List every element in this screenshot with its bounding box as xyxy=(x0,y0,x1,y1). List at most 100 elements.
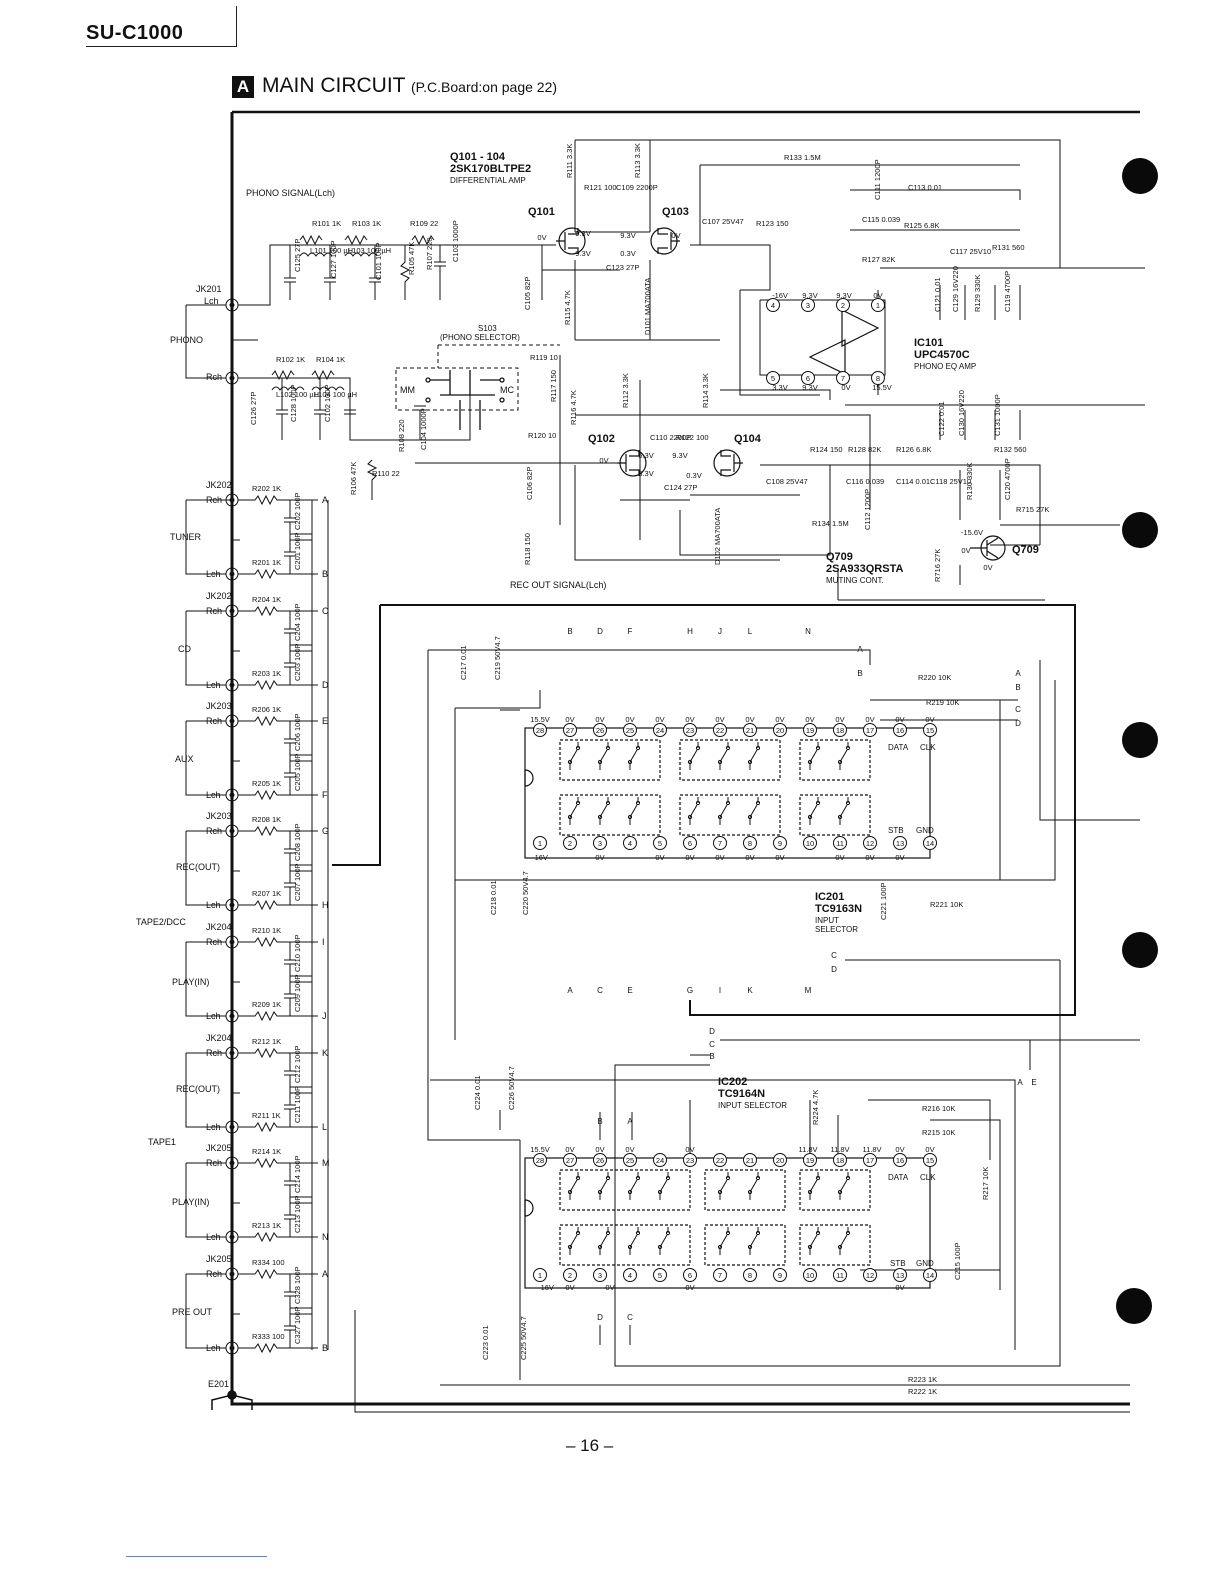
component-label: R201 1K xyxy=(252,558,281,567)
voltage-label: 0V xyxy=(685,1283,694,1292)
ic-pin-number: 10 xyxy=(806,1271,814,1280)
bus-letter: F xyxy=(322,790,328,800)
ic-pin xyxy=(803,1268,817,1282)
ic-pin xyxy=(923,1268,937,1282)
voltage-label: 0V xyxy=(595,853,604,862)
jack-label: JK201 xyxy=(196,284,222,294)
ic-pin-number: 22 xyxy=(716,726,724,735)
component-label: D101 MA700ATA xyxy=(643,278,652,335)
component-label: C120 4700P xyxy=(1003,458,1012,500)
voltage-label: 0V xyxy=(595,1145,604,1154)
bus-letter: D xyxy=(1015,719,1021,728)
rec-out-signal-label: REC OUT SIGNAL(Lch) xyxy=(510,580,606,590)
ic-pin xyxy=(743,836,757,850)
binder-hole xyxy=(1116,1288,1152,1324)
channel-label: Lch xyxy=(206,790,221,800)
voltage-label: 0V xyxy=(715,715,724,724)
component-label: R121 100 xyxy=(584,183,617,192)
component-label: R217 10K xyxy=(981,1167,990,1200)
component-label: R117 150 xyxy=(549,370,558,402)
ic-pin-number: 21 xyxy=(746,1156,754,1165)
component-label: C107 25V47 xyxy=(702,217,744,226)
component-label: R212 1K xyxy=(252,1037,281,1046)
component-label: R716 27K xyxy=(933,549,942,582)
part-desc: DIFFERENTIAL AMP xyxy=(450,176,526,185)
ic-pin-number: 5 xyxy=(771,374,775,383)
section-badge: A xyxy=(232,76,254,98)
ic-pin-number: 25 xyxy=(626,1156,634,1165)
voltage-label: 0V xyxy=(895,1283,904,1292)
ic-pin-number: 13 xyxy=(896,839,904,848)
component-label: C130 16V220 xyxy=(957,390,966,436)
part-ref: Q709 xyxy=(826,551,853,563)
component-label: R224 4.7K xyxy=(811,1090,820,1125)
bus-letter: C xyxy=(597,986,603,995)
bus-letter: N xyxy=(805,627,811,636)
ic-pin-number: 18 xyxy=(836,1156,844,1165)
bus-letter: A xyxy=(322,1269,328,1279)
component-label: R106 47K xyxy=(349,462,358,495)
ic-pin xyxy=(833,1268,847,1282)
voltage-label: 0V xyxy=(685,853,694,862)
ic101-pins xyxy=(766,298,885,385)
voltage-label: 0V xyxy=(841,383,850,392)
bus-letter: B xyxy=(322,569,328,579)
ic-pin xyxy=(533,723,547,737)
component-label: C117 25V10 xyxy=(950,247,991,256)
ic-pin-number: 4 xyxy=(771,301,775,310)
component-label: C112 1200P xyxy=(863,489,872,530)
ic-pin-number: 13 xyxy=(896,1271,904,1280)
chassis-ground xyxy=(211,1390,253,1410)
part-ref: IC201 xyxy=(815,891,844,903)
switch-label: MC xyxy=(500,385,514,395)
ic-pin xyxy=(683,1268,697,1282)
component-label: R219 10K xyxy=(926,698,959,707)
component-label: R112 3.3K xyxy=(621,373,630,408)
jack-label: JK205 xyxy=(206,1143,232,1153)
voltage-label: 0V xyxy=(865,853,874,862)
ic-pin-number: 1 xyxy=(876,301,880,310)
header-rule xyxy=(236,6,237,46)
ic201-body xyxy=(524,727,931,859)
voltage-label: 0V xyxy=(983,563,992,572)
voltage-label: 0V xyxy=(565,1145,574,1154)
jack-label: JK205 xyxy=(206,1254,232,1264)
voltage-label: 0V xyxy=(775,853,784,862)
ic-pin xyxy=(833,723,847,737)
channel-label: Lch xyxy=(206,1232,221,1242)
channel-label: Rch xyxy=(206,1048,222,1058)
bus-letter: B xyxy=(322,1343,328,1353)
ic-pin xyxy=(923,1153,937,1167)
component-label: R118 150 xyxy=(523,533,532,565)
component-label: L102 100 µH xyxy=(276,390,319,399)
source-label: PLAY(IN) xyxy=(172,977,209,987)
q103-transistor xyxy=(650,227,680,255)
part-title: TC9163N xyxy=(815,903,862,915)
component-label: C201 100P xyxy=(293,532,302,570)
ic-label: CLK xyxy=(920,743,936,752)
ic-pin-number: 2 xyxy=(568,1271,572,1280)
ic-pin xyxy=(766,298,780,312)
ic-pin xyxy=(833,836,847,850)
component-label: R120 10 xyxy=(528,431,556,440)
ic-pin xyxy=(623,1153,637,1167)
ic-pin-number: 23 xyxy=(686,726,694,735)
component-label: R109 22 xyxy=(410,219,438,228)
ic-pin-number: 6 xyxy=(806,374,810,383)
ic-pin-number: 8 xyxy=(748,1271,752,1280)
voltage-label: 9.3V xyxy=(575,249,590,258)
ic-pin-number: 16 xyxy=(896,1156,904,1165)
ic-label: STB xyxy=(890,1259,906,1268)
component-label: C213 100P xyxy=(293,1195,302,1233)
bus-letter: D xyxy=(597,1313,603,1322)
ic-pin xyxy=(563,723,577,737)
ic-pin-number: 10 xyxy=(806,839,814,848)
model-number: SU-C1000 xyxy=(86,22,184,44)
ic-pin xyxy=(623,1268,637,1282)
source-label: TAPE2/DCC xyxy=(136,917,186,927)
ic-pin xyxy=(871,371,885,385)
ic-pin-number: 3 xyxy=(806,301,810,310)
bus-letter: M xyxy=(322,1158,330,1168)
ic-pin xyxy=(653,723,667,737)
ic-pin-number: 11 xyxy=(836,839,844,848)
